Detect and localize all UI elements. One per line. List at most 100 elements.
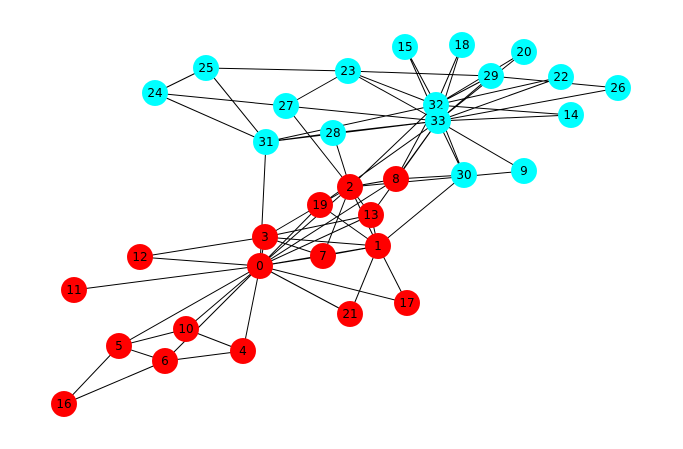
edge-0-2 [259,186,351,267]
node-label-11: 11 [66,283,81,297]
edge-31-33 [265,120,439,143]
node-27: 27 [273,93,299,119]
node-circle-13 [358,202,384,228]
node-10: 10 [173,316,199,342]
node-3: 3 [252,224,278,250]
edge-0-21 [259,265,351,315]
node-circle-12 [127,244,153,270]
node-circle-28 [320,120,346,146]
node-label-15: 15 [397,40,412,54]
node-17: 17 [394,290,420,316]
node-circle-9 [511,158,537,184]
node-29: 29 [478,63,504,89]
node-circle-23 [335,58,361,84]
node-8: 8 [383,166,409,192]
node-18: 18 [449,32,475,58]
edge-2-27 [285,105,351,188]
edge-22-32 [435,76,562,106]
node-label-8: 8 [392,172,400,186]
node-label-16: 16 [56,397,71,411]
node-25: 25 [193,55,219,81]
node-label-27: 27 [278,99,293,113]
node-label-26: 26 [610,81,625,95]
node-label-31: 31 [258,135,273,149]
node-circle-17 [394,290,420,316]
node-33: 33 [425,108,451,134]
node-circle-8 [383,166,409,192]
edge-6-16 [63,360,166,405]
node-label-14: 14 [563,108,578,122]
edge-0-11 [73,265,261,291]
edge-3-12 [139,236,266,258]
node-label-28: 28 [325,126,340,140]
node-13: 13 [358,202,384,228]
edge-0-19 [259,204,321,267]
node-circle-1 [365,233,391,259]
edge-31-32 [265,104,437,143]
node-circle-7 [310,243,336,269]
node-circle-30 [451,162,477,188]
node-label-2: 2 [346,180,354,194]
edge-0-17 [259,265,408,304]
edge-3-13 [264,214,372,238]
node-0: 0 [247,253,273,279]
node-1: 1 [365,233,391,259]
edge-0-5 [118,265,261,347]
node-label-3: 3 [261,230,269,244]
node-24: 24 [142,80,168,106]
edge-0-13 [259,214,372,267]
node-circle-11 [61,277,87,303]
edge-26-33 [437,87,619,122]
node-label-6: 6 [161,354,169,368]
node-26: 26 [605,75,631,101]
node-15: 15 [392,34,418,60]
node-4: 4 [230,338,256,364]
node-label-5: 5 [115,339,123,353]
node-layer: 0123456789101112131415161718192021222324… [51,32,631,417]
edge-0-6 [164,265,261,362]
node-16: 16 [51,391,77,417]
edge-23-29 [347,70,492,77]
edge-0-4 [242,265,261,352]
node-label-23: 23 [340,64,355,78]
node-circle-31 [253,129,279,155]
node-circle-5 [106,333,132,359]
node-circle-15 [392,34,418,60]
node-label-18: 18 [454,38,469,52]
node-circle-18 [449,32,475,58]
node-31: 31 [253,129,279,155]
edge-14-32 [435,104,572,116]
node-11: 11 [61,277,87,303]
node-label-25: 25 [198,61,213,75]
node-circle-14 [558,102,584,128]
node-circle-10 [173,316,199,342]
edge-0-12 [139,256,261,267]
node-circle-4 [230,338,256,364]
node-label-10: 10 [178,322,193,336]
node-circle-21 [337,301,363,327]
node-21: 21 [337,301,363,327]
edge-9-33 [437,120,525,172]
node-label-30: 30 [456,168,471,182]
node-9: 9 [511,158,537,184]
edge-23-32 [347,70,437,106]
edge-14-33 [437,114,572,122]
node-28: 28 [320,120,346,146]
node-20: 20 [511,39,537,65]
node-circle-19 [307,192,333,218]
node-6: 6 [152,348,178,374]
node-5: 5 [106,333,132,359]
node-label-0: 0 [256,259,264,273]
node-14: 14 [558,102,584,128]
node-2: 2 [337,174,363,200]
node-label-13: 13 [363,208,378,222]
node-label-7: 7 [319,249,327,263]
node-circle-25 [193,55,219,81]
node-circle-33 [425,108,451,134]
node-label-12: 12 [132,250,147,264]
node-circle-26 [605,75,631,101]
node-30: 30 [451,162,477,188]
node-label-4: 4 [239,344,247,358]
edge-22-33 [437,76,562,122]
edge-5-16 [63,345,120,405]
